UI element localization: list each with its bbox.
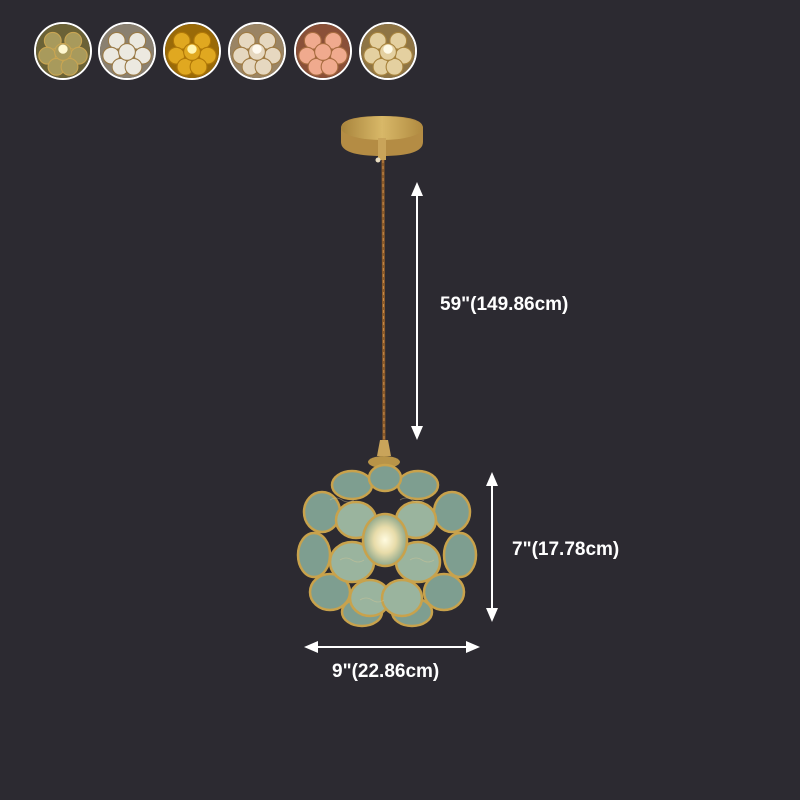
- flower-shade-thumbnail-icon: [100, 24, 154, 78]
- flower-glass-shade: [296, 463, 478, 628]
- flower-shade-thumbnail-icon: [361, 24, 415, 78]
- color-swatch-green-gold[interactable]: [34, 22, 92, 80]
- color-swatch-white[interactable]: [98, 22, 156, 80]
- width-arrow: [304, 641, 480, 653]
- flower-shade-thumbnail-icon: [296, 24, 350, 78]
- cord-length-arrow: [411, 182, 423, 440]
- cord-length-label: 59"(149.86cm): [440, 294, 569, 315]
- color-swatch-champagne[interactable]: [359, 22, 417, 80]
- color-swatch-amber[interactable]: [163, 22, 221, 80]
- flower-shade-thumbnail-icon: [36, 24, 90, 78]
- twisted-cord: [381, 159, 386, 446]
- height-label: 7"(17.78cm): [512, 539, 620, 560]
- height-arrow: [486, 472, 498, 622]
- flower-shade-thumbnail-icon: [230, 24, 284, 78]
- flower-shade-thumbnail-icon: [165, 24, 219, 78]
- ceiling-canopy: [341, 116, 423, 163]
- color-swatch-pink[interactable]: [294, 22, 352, 80]
- width-label: 9"(22.86cm): [332, 661, 440, 682]
- color-swatch-cream[interactable]: [228, 22, 286, 80]
